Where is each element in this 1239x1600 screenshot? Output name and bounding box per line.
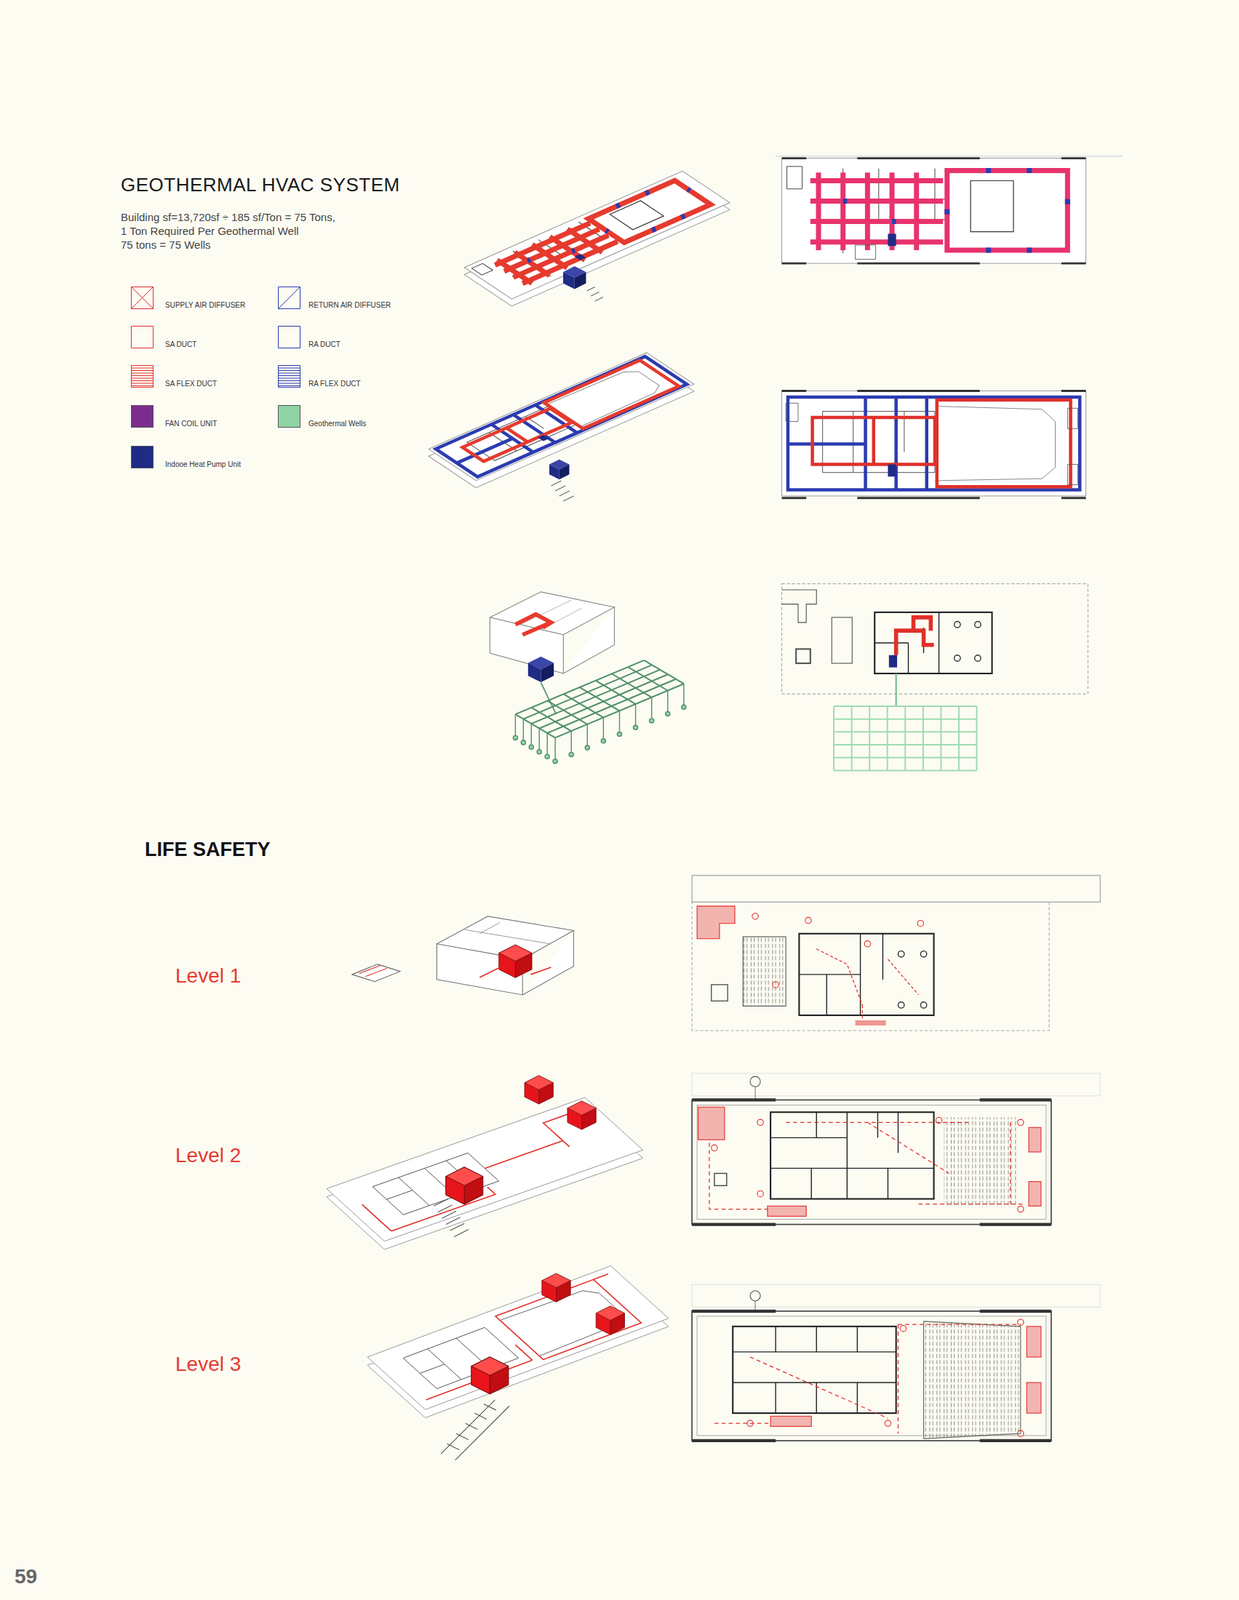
- legend-sample: [130, 325, 154, 349]
- legend-swatch: [277, 405, 301, 428]
- legend-label: RA FLEX DUCT: [308, 379, 361, 389]
- legend-label: Geothermal Wells: [308, 419, 366, 429]
- legend-sample-line: [278, 326, 301, 349]
- legend-label: Indooe Heat Pump Unit: [165, 460, 241, 470]
- level-label: Level 2: [175, 1144, 241, 1168]
- body-note: Building sf=13,720sf ÷ 185 sf/Ton = 75 T…: [120, 210, 336, 224]
- legend-sample-line: [131, 326, 154, 349]
- level-label: Level 1: [175, 964, 241, 988]
- legend-sample-line: [131, 287, 154, 310]
- page-number: 59: [14, 1565, 38, 1589]
- legend-swatch: [130, 445, 154, 469]
- body-note: 1 Ton Required Per Geothermal Well: [120, 224, 300, 238]
- legend-label: SUPPLY AIR DIFFUSER: [165, 301, 246, 310]
- legend-sample-line: [278, 365, 301, 388]
- legend-label: SA FLEX DUCT: [165, 379, 217, 389]
- legend-label: RETURN AIR DIFFUSER: [308, 301, 391, 310]
- body-note: 75 tons = 75 Wells: [120, 238, 211, 252]
- section-heading: LIFE SAFETY: [144, 838, 271, 862]
- legend-label: RA DUCT: [308, 340, 341, 350]
- level-label: Level 3: [175, 1353, 241, 1377]
- legend-sample: [277, 325, 301, 349]
- legend-sample: [277, 286, 301, 310]
- legend-sample: [130, 365, 154, 388]
- title: GEOTHERMAL HVAC SYSTEM: [120, 174, 401, 197]
- legend-sample-line: [278, 287, 301, 310]
- legend-label: SA DUCT: [165, 340, 197, 350]
- legend-sample: [130, 286, 154, 310]
- legend-sample-line: [131, 365, 154, 388]
- legend-sample: [277, 365, 301, 388]
- legend-swatch: [130, 405, 154, 428]
- legend-label: FAN COIL UNIT: [165, 419, 217, 429]
